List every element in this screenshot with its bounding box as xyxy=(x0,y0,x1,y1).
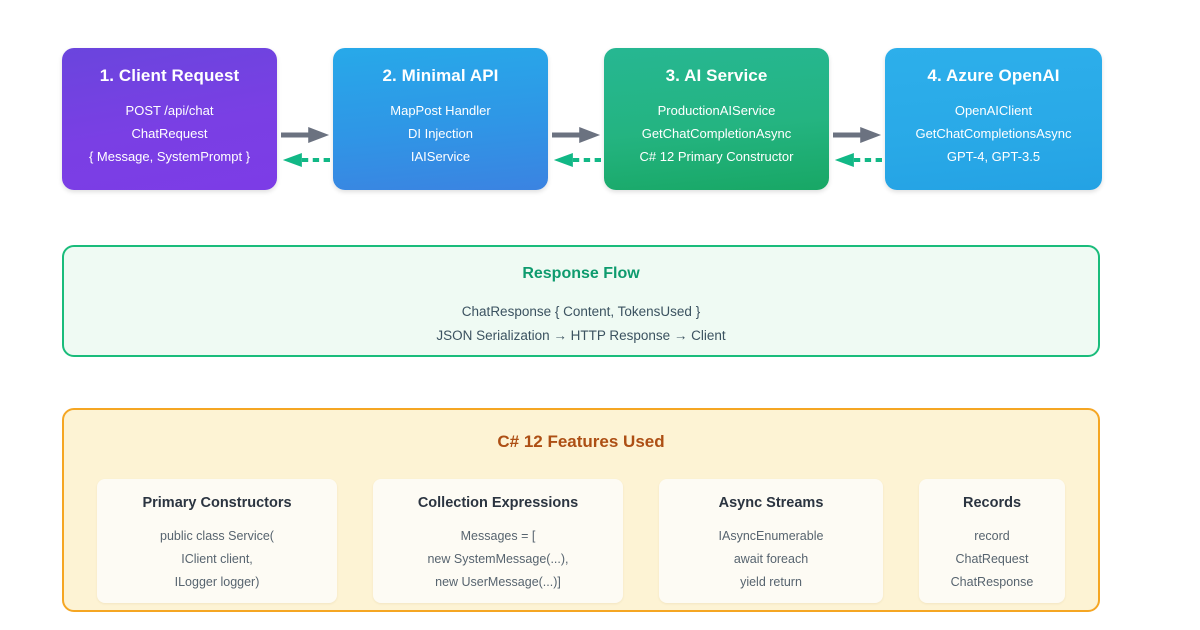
stage-detail-line: DI Injection xyxy=(407,126,474,141)
stage-detail-line: C# 12 Primary Constructor xyxy=(639,149,794,164)
feature-card-collection-expressions[interactable]: Collection Expressions Messages = [ new … xyxy=(373,479,623,603)
response-flow-line: ChatResponse { Content, TokensUsed } xyxy=(461,304,701,319)
stage-detail-line: GPT-4, GPT-3.5 xyxy=(946,149,1041,164)
feature-card-line: IAsyncEnumerable xyxy=(718,529,824,543)
feature-card-line: IClient client, xyxy=(181,552,253,566)
stage-detail-line: IAIService xyxy=(410,149,471,164)
pipeline-stage-minimal-api[interactable]: 2. Minimal API MapPost Handler DI Inject… xyxy=(333,48,548,190)
response-flow-panel: Response Flow ChatResponse { Content, To… xyxy=(62,245,1100,357)
connector-1-to-2 xyxy=(277,48,333,190)
feature-card-line: yield return xyxy=(740,575,802,589)
feature-card-title: Collection Expressions xyxy=(417,495,579,511)
pipeline-stage-ai-service[interactable]: 3. AI Service ProductionAIService GetCha… xyxy=(604,48,829,190)
feature-card-async-streams[interactable]: Async Streams IAsyncEnumerable await for… xyxy=(659,479,883,603)
features-title: C# 12 Features Used xyxy=(497,432,665,451)
connector-3-to-4 xyxy=(829,48,885,190)
pipeline-row: 1. Client Request POST /api/chat ChatReq… xyxy=(62,48,1102,190)
solid-right-arrow-icon xyxy=(281,126,330,144)
stage-title: 3. AI Service xyxy=(665,66,768,85)
feature-card-line: record xyxy=(974,529,1010,543)
connector-2-to-3 xyxy=(548,48,604,190)
feature-card-title: Primary Constructors xyxy=(142,495,292,511)
feature-card-list: Primary Constructors public class Servic… xyxy=(97,479,1065,603)
stage-detail-line: GetChatCompletionAsync xyxy=(641,126,792,141)
feature-card-line: ILogger logger) xyxy=(174,575,260,589)
stage-detail-line: { Message, SystemPrompt } xyxy=(88,149,251,164)
stage-title: 1. Client Request xyxy=(99,66,240,85)
response-flow-line: JSON Serialization → HTTP Response → Cli… xyxy=(436,328,726,343)
stage-detail-line: POST /api/chat xyxy=(125,103,214,118)
stage-detail-line: ChatRequest xyxy=(131,126,208,141)
feature-card-line: ChatRequest xyxy=(955,552,1029,566)
solid-right-arrow-icon xyxy=(833,126,882,144)
pipeline-stage-client-request[interactable]: 1. Client Request POST /api/chat ChatReq… xyxy=(62,48,277,190)
stage-title: 4. Azure OpenAI xyxy=(927,66,1060,85)
feature-card-title: Async Streams xyxy=(718,495,824,511)
stage-detail-line: MapPost Handler xyxy=(390,103,491,118)
stage-detail-line: ProductionAIService xyxy=(657,103,776,118)
feature-card-line: new UserMessage(...)] xyxy=(435,575,561,589)
response-flow-title: Response Flow xyxy=(522,265,640,282)
solid-right-arrow-icon xyxy=(552,126,601,144)
feature-card-line: await foreach xyxy=(733,552,809,566)
feature-card-title: Records xyxy=(962,495,1022,511)
feature-card-line: ChatResponse xyxy=(950,575,1034,589)
dashed-left-arrow-icon xyxy=(552,152,601,168)
dashed-left-arrow-icon xyxy=(281,152,330,168)
pipeline-stage-azure-openai[interactable]: 4. Azure OpenAI OpenAIClient GetChatComp… xyxy=(885,48,1102,190)
stage-detail-line: OpenAIClient xyxy=(954,103,1033,118)
feature-card-primary-constructors[interactable]: Primary Constructors public class Servic… xyxy=(97,479,337,603)
dashed-left-arrow-icon xyxy=(833,152,882,168)
stage-detail-line: GetChatCompletionsAsync xyxy=(915,126,1072,141)
feature-card-line: new SystemMessage(...), xyxy=(427,552,569,566)
feature-card-records[interactable]: Records record ChatRequest ChatResponse xyxy=(919,479,1065,603)
feature-card-line: Messages = [ xyxy=(460,529,536,543)
stage-title: 2. Minimal API xyxy=(382,66,499,85)
feature-card-line: public class Service( xyxy=(160,529,274,543)
csharp-features-panel: C# 12 Features Used Primary Constructors… xyxy=(62,408,1100,612)
